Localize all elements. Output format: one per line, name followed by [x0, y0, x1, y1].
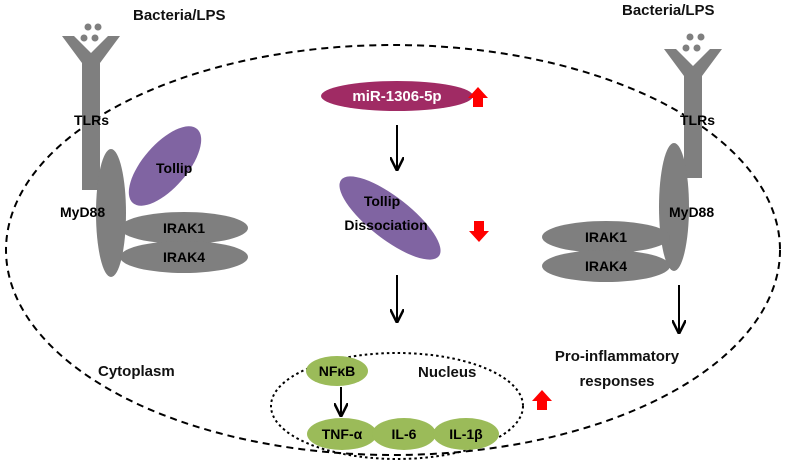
left-irak4-label: IRAK4: [163, 249, 205, 265]
right-bacteria-icon: [682, 33, 705, 52]
right-irak1-shape: [542, 221, 670, 253]
cell-membrane: [5, 44, 781, 456]
il6-shape: [372, 418, 436, 450]
left-myd88-label: MyD88: [60, 204, 105, 220]
left-tollip-shape: [128, 126, 202, 206]
il1b-label: IL-1β: [449, 426, 483, 442]
tollip-dissociation-shape: [339, 176, 441, 260]
nucleus-membrane: [270, 352, 524, 460]
nfkb-shape: [306, 356, 368, 386]
left-myd88-shape: [96, 149, 126, 277]
right-tlr-label: TLRs: [680, 112, 715, 128]
mirna-shape: [321, 81, 473, 111]
mirna-label: miR-1306-5p: [352, 88, 441, 105]
right-outcome-line1: Pro-inflammatory: [555, 348, 680, 365]
left-stimulus-label: Bacteria/LPS: [133, 7, 226, 24]
right-irak4-shape: [542, 250, 670, 282]
left-tlr-receptor: [62, 36, 120, 190]
center-pathway: miR-1306-5p Tollip Dissociation Cytoplas…: [98, 81, 552, 450]
left-tlr-label: TLRs: [74, 112, 109, 128]
tollip-dissociation-line2: Dissociation: [344, 217, 427, 233]
tollip-down-arrow-icon: [469, 221, 489, 242]
left-bacteria-icon: [80, 23, 102, 42]
right-stimulus-label: Bacteria/LPS: [622, 2, 715, 19]
tnf-shape: [307, 418, 377, 450]
mirna-up-arrow-icon: [468, 87, 488, 107]
left-irak4-shape: [120, 241, 248, 273]
tollip-dissociation-line1: Tollip: [364, 193, 400, 209]
right-tlr-receptor: [664, 49, 722, 178]
right-irak4-label: IRAK4: [585, 258, 627, 274]
nucleus-label: Nucleus: [418, 364, 476, 381]
nfkb-label: NFκB: [319, 363, 356, 379]
left-tollip-label: Tollip: [156, 160, 192, 176]
right-irak1-label: IRAK1: [585, 229, 627, 245]
cytokine-up-arrow-icon: [532, 390, 552, 410]
cytoplasm-label: Cytoplasm: [98, 363, 175, 380]
right-myd88-label: MyD88: [669, 204, 714, 220]
il6-label: IL-6: [392, 426, 417, 442]
left-irak1-shape: [120, 212, 248, 244]
left-receptor-complex: Bacteria/LPS TLRs MyD88 Tollip IRAK1 IRA…: [60, 7, 248, 277]
right-outcome-line2: responses: [579, 373, 654, 390]
right-receptor-complex: Bacteria/LPS TLRs MyD88 IRAK1 IRAK4 Pro-…: [542, 2, 722, 390]
il1b-shape: [433, 418, 499, 450]
tnf-label: TNF-α: [322, 426, 363, 442]
left-irak1-label: IRAK1: [163, 220, 205, 236]
